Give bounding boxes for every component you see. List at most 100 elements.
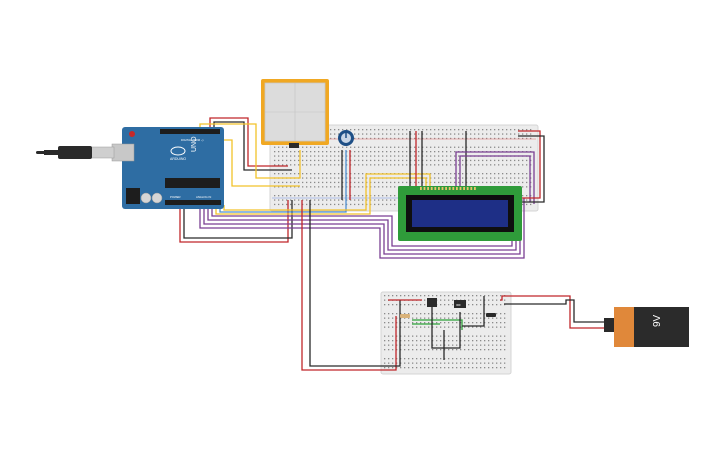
breadboard-hole[interactable] [404, 304, 406, 306]
breadboard-hole[interactable] [454, 133, 456, 135]
breadboard-hole[interactable] [480, 335, 482, 337]
breadboard-hole[interactable] [386, 203, 388, 206]
breadboard-hole[interactable] [440, 299, 442, 301]
breadboard-hole[interactable] [362, 177, 364, 179]
breadboard-hole[interactable] [430, 133, 432, 135]
breadboard-hole[interactable] [468, 304, 470, 306]
breadboard-hole[interactable] [420, 340, 422, 342]
breadboard-hole[interactable] [394, 195, 396, 197]
breadboard-hole[interactable] [464, 362, 466, 364]
breadboard-hole[interactable] [480, 313, 482, 315]
breadboard-hole[interactable] [482, 129, 484, 131]
breadboard-hole[interactable] [342, 146, 344, 148]
breadboard-hole[interactable] [500, 322, 502, 324]
breadboard-hole[interactable] [476, 344, 478, 346]
breadboard-hole[interactable] [436, 340, 438, 342]
breadboard-hole[interactable] [412, 362, 414, 364]
breadboard-hole[interactable] [278, 146, 280, 148]
breadboard-hole[interactable] [526, 146, 528, 148]
breadboard-hole[interactable] [404, 362, 406, 364]
breadboard-hole[interactable] [456, 295, 458, 297]
breadboard-hole[interactable] [286, 146, 288, 148]
breadboard-hole[interactable] [420, 349, 422, 351]
breadboard-hole[interactable] [274, 173, 276, 175]
breadboard-hole[interactable] [492, 299, 494, 301]
breadboard-hole[interactable] [482, 146, 484, 148]
breadboard-hole[interactable] [310, 159, 312, 162]
breadboard-hole[interactable] [414, 151, 416, 153]
breadboard-hole[interactable] [358, 151, 360, 153]
breadboard-hole[interactable] [504, 335, 506, 337]
breadboard-hole[interactable] [504, 340, 506, 342]
breadboard-hole[interactable] [412, 349, 414, 351]
breadboard-hole[interactable] [492, 295, 494, 297]
breadboard-hole[interactable] [480, 340, 482, 342]
breadboard-hole[interactable] [496, 340, 498, 342]
breadboard-hole[interactable] [452, 299, 454, 301]
breadboard-hole[interactable] [496, 317, 498, 319]
breadboard-hole[interactable] [464, 335, 466, 337]
breadboard-hole[interactable] [444, 299, 446, 301]
breadboard-hole[interactable] [326, 151, 328, 153]
breadboard-hole[interactable] [408, 349, 410, 351]
breadboard-hole[interactable] [302, 181, 304, 184]
breadboard-hole[interactable] [468, 313, 470, 315]
breadboard-hole[interactable] [326, 195, 328, 197]
breadboard-hole[interactable] [384, 317, 386, 319]
breadboard-hole[interactable] [472, 335, 474, 337]
breadboard-hole[interactable] [456, 317, 458, 319]
breadboard-hole[interactable] [354, 186, 356, 188]
breadboard-hole[interactable] [310, 181, 312, 184]
breadboard-hole[interactable] [426, 133, 428, 135]
breadboard-hole[interactable] [330, 186, 332, 188]
breadboard-hole[interactable] [458, 137, 460, 140]
breadboard-hole[interactable] [454, 146, 456, 148]
breadboard-hole[interactable] [436, 367, 438, 369]
breadboard-hole[interactable] [480, 358, 482, 360]
breadboard-hole[interactable] [416, 295, 418, 297]
breadboard-hole[interactable] [326, 155, 328, 157]
breadboard-hole[interactable] [506, 137, 508, 140]
breadboard-hole[interactable] [504, 326, 506, 328]
breadboard-hole[interactable] [482, 137, 484, 140]
breadboard-hole[interactable] [476, 322, 478, 324]
breadboard-hole[interactable] [404, 367, 406, 369]
breadboard-hole[interactable] [506, 129, 508, 131]
breadboard-hole[interactable] [448, 317, 450, 319]
breadboard-hole[interactable] [458, 155, 460, 157]
breadboard-hole[interactable] [418, 181, 420, 184]
breadboard-hole[interactable] [484, 344, 486, 346]
breadboard-hole[interactable] [426, 137, 428, 140]
breadboard-hole[interactable] [450, 181, 452, 184]
breadboard-hole[interactable] [286, 164, 288, 166]
breadboard-hole[interactable] [412, 304, 414, 306]
breadboard-hole[interactable] [490, 164, 492, 166]
breadboard-hole[interactable] [476, 367, 478, 369]
breadboard-hole[interactable] [500, 367, 502, 369]
breadboard-hole[interactable] [392, 358, 394, 360]
breadboard-hole[interactable] [444, 362, 446, 364]
breadboard-hole[interactable] [452, 322, 454, 324]
breadboard-hole[interactable] [442, 173, 444, 175]
breadboard-hole[interactable] [486, 164, 488, 166]
breadboard-hole[interactable] [498, 164, 500, 166]
breadboard-hole[interactable] [428, 317, 430, 319]
breadboard-hole[interactable] [322, 146, 324, 148]
breadboard-hole[interactable] [480, 344, 482, 346]
breadboard-hole[interactable] [330, 164, 332, 166]
breadboard-hole[interactable] [390, 133, 392, 135]
breadboard-hole[interactable] [370, 146, 372, 148]
breadboard-hole[interactable] [416, 349, 418, 351]
breadboard-hole[interactable] [474, 164, 476, 166]
breadboard-hole[interactable] [458, 173, 460, 175]
breadboard-hole[interactable] [386, 129, 388, 131]
breadboard-hole[interactable] [294, 173, 296, 175]
breadboard-hole[interactable] [338, 133, 340, 135]
breadboard-hole[interactable] [434, 173, 436, 175]
breadboard-hole[interactable] [402, 151, 404, 153]
breadboard-hole[interactable] [510, 173, 512, 175]
breadboard-hole[interactable] [354, 195, 356, 197]
breadboard-hole[interactable] [362, 164, 364, 166]
breadboard-hole[interactable] [286, 203, 288, 206]
breadboard-hole[interactable] [420, 317, 422, 319]
